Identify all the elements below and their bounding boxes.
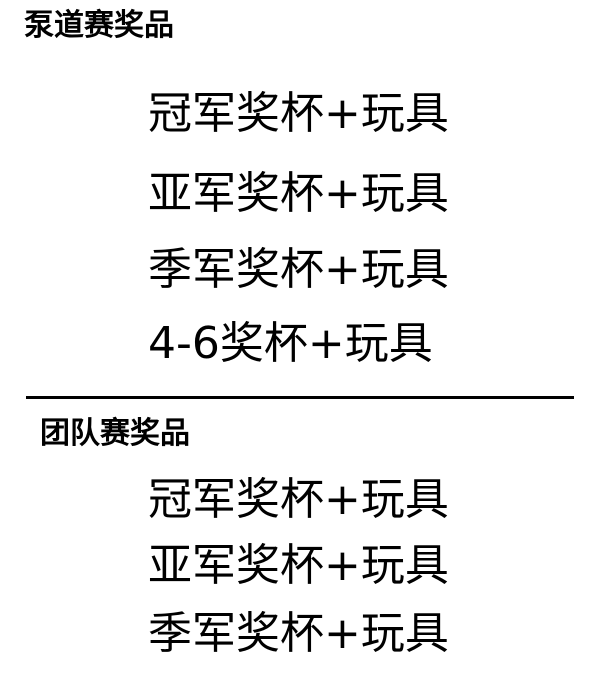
prize-item-team-1st: 冠军奖杯+玩具 <box>148 474 449 525</box>
prize-item-pumptrack-2nd: 亚军奖杯+玩具 <box>148 168 449 219</box>
section-divider <box>26 396 574 399</box>
prize-item-pumptrack-1st: 冠军奖杯+玩具 <box>148 88 449 139</box>
prize-item-pumptrack-4-6: 4-6奖杯+玩具 <box>148 318 433 369</box>
prize-item-team-2nd: 亚军奖杯+玩具 <box>148 540 449 591</box>
prize-item-pumptrack-3rd: 季军奖杯+玩具 <box>148 244 449 295</box>
section-title-team: 团队赛奖品 <box>40 416 190 451</box>
prize-item-team-3rd: 季军奖杯+玩具 <box>148 608 449 659</box>
section-title-pumptrack: 泵道赛奖品 <box>24 8 174 43</box>
